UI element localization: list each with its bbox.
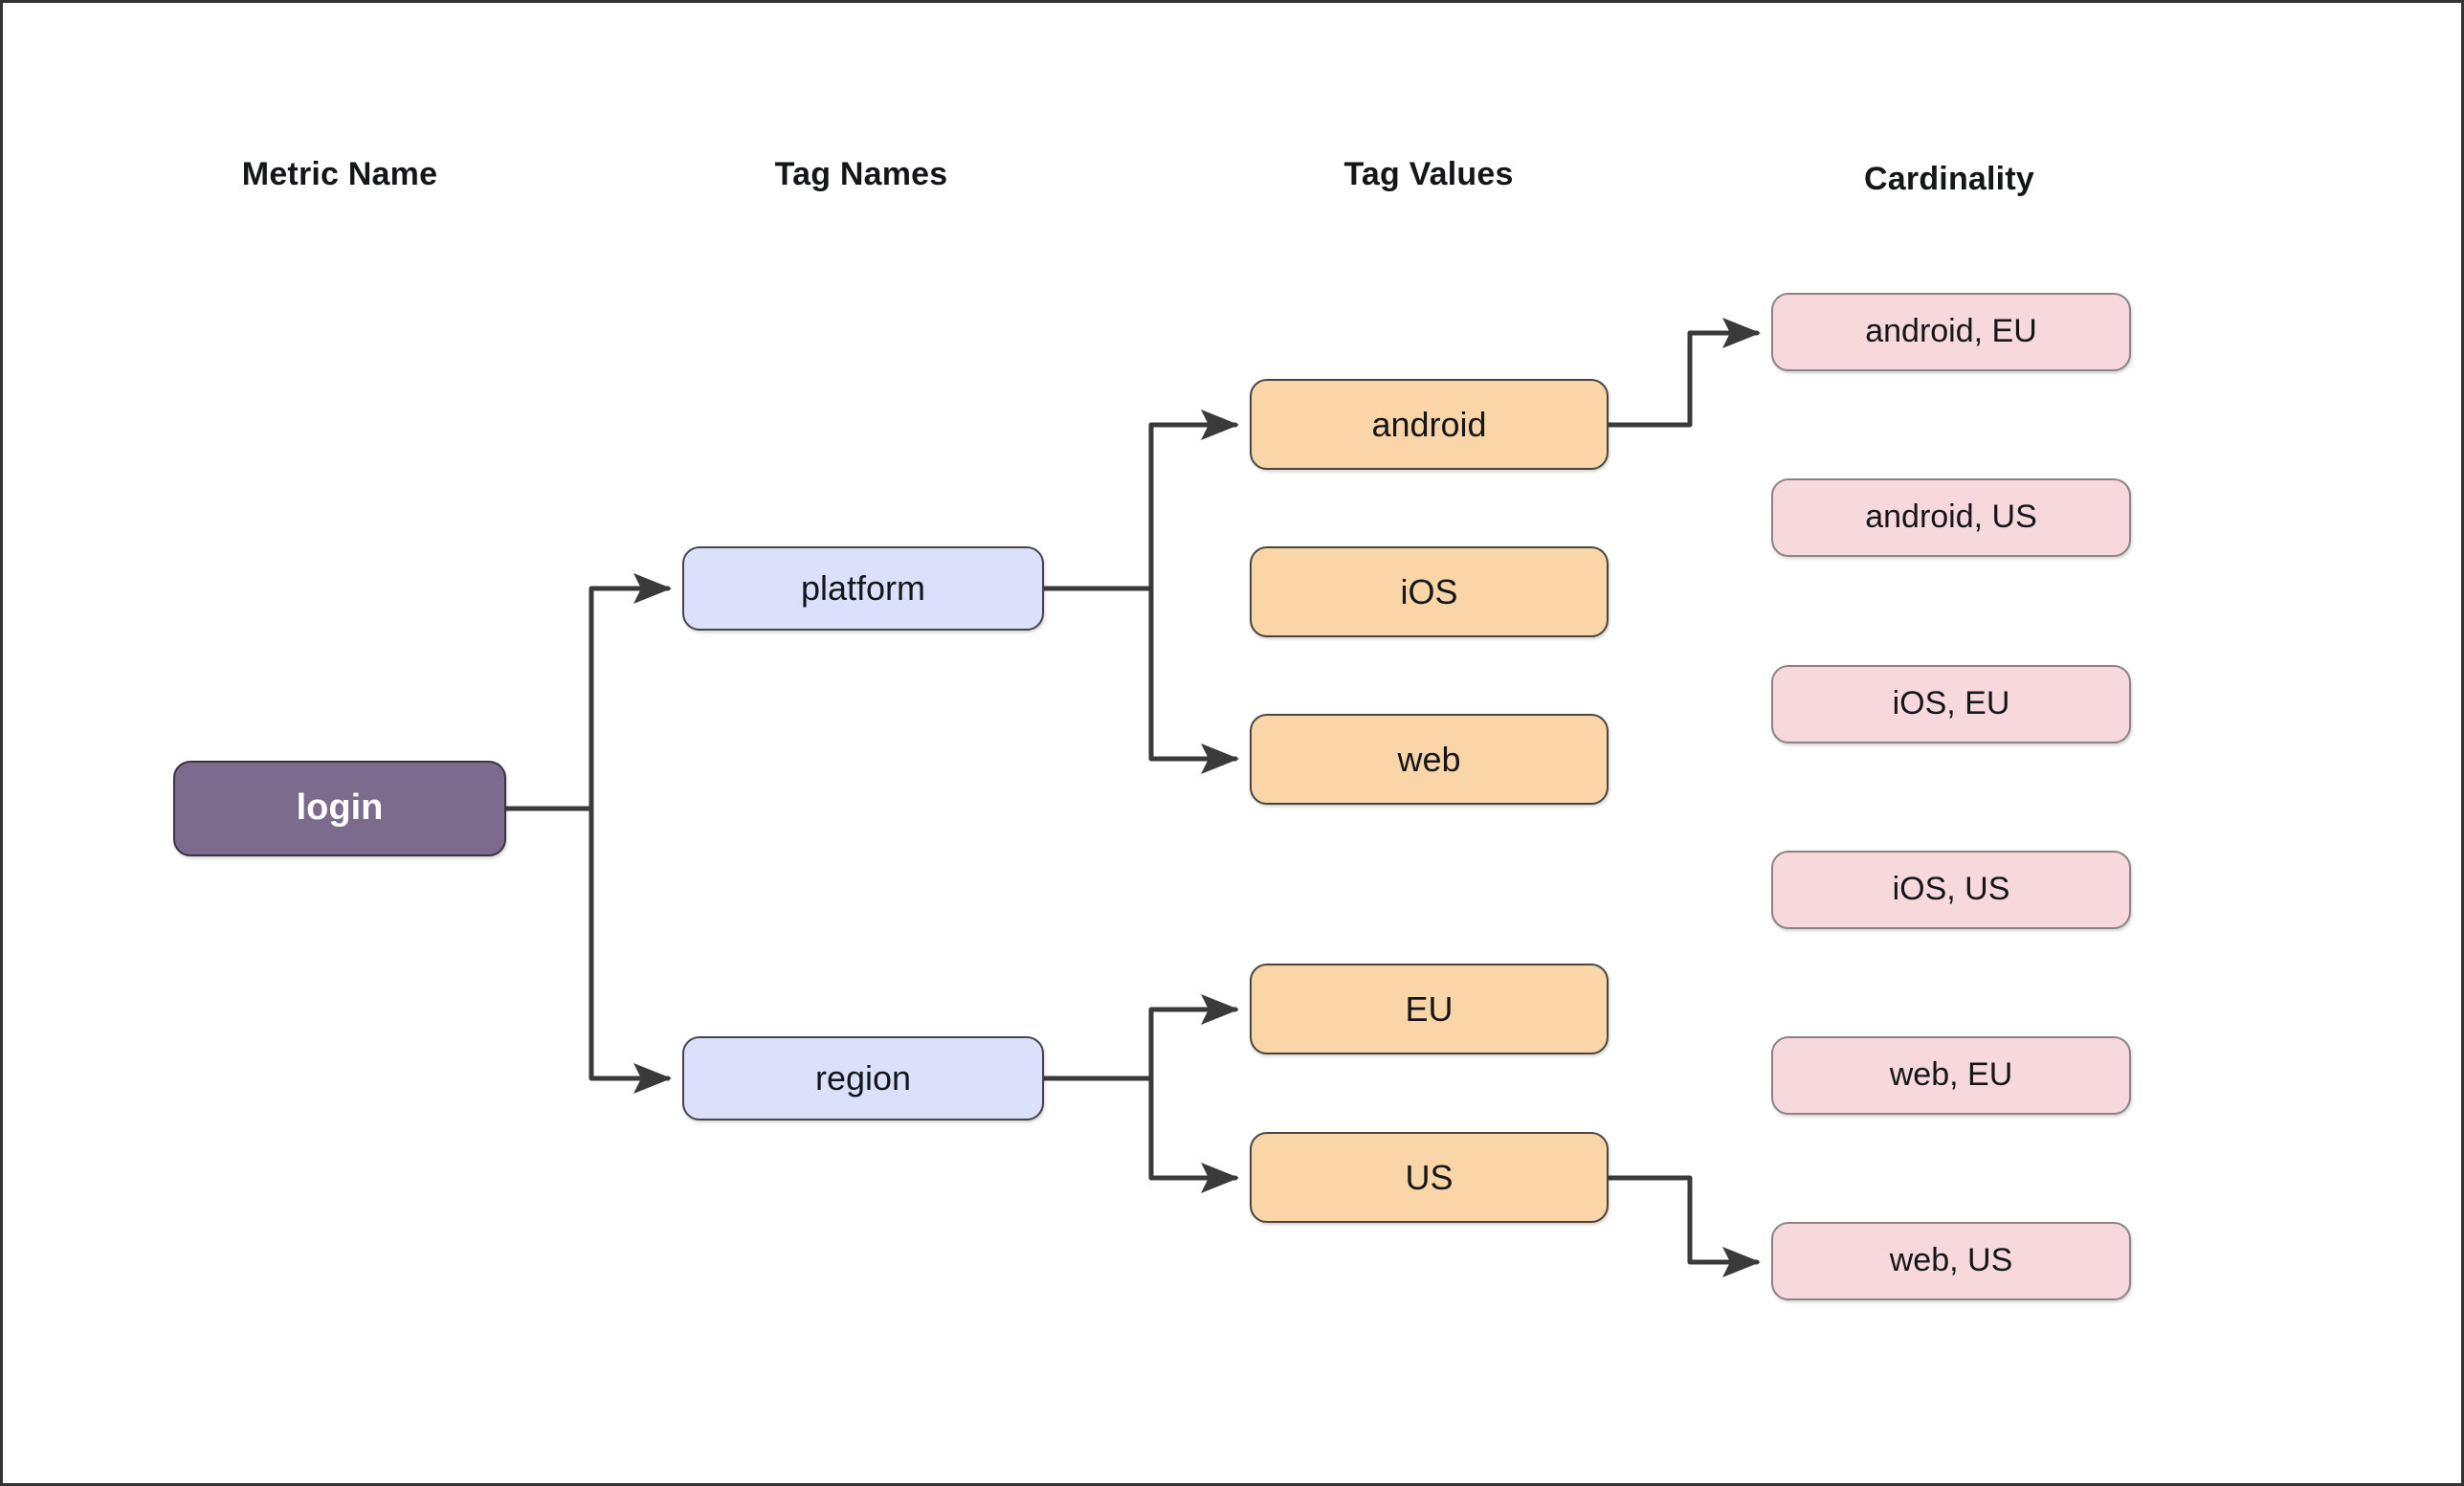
node-web[interactable]: web bbox=[1250, 714, 1609, 805]
node-label-android: android bbox=[1371, 404, 1487, 444]
node-eu[interactable]: EU bbox=[1250, 964, 1609, 1054]
edge-login-platform bbox=[503, 572, 673, 811]
node-login[interactable]: login bbox=[173, 761, 506, 856]
node-web-us[interactable]: web, US bbox=[1771, 1222, 2131, 1300]
node-web-eu[interactable]: web, EU bbox=[1771, 1036, 2131, 1115]
column-header-metric-name: Metric Name bbox=[241, 156, 438, 192]
node-ios[interactable]: iOS bbox=[1250, 546, 1609, 637]
node-label-region: region bbox=[814, 1058, 912, 1098]
edge-region-us bbox=[1148, 1076, 1240, 1193]
node-label-ios: iOS bbox=[1400, 571, 1458, 611]
node-label-android-eu: android, EU bbox=[1865, 313, 2037, 350]
column-header-tag-names: Tag Names bbox=[774, 156, 948, 192]
node-label-web-us: web, US bbox=[1889, 1242, 2013, 1279]
node-label-ios-us: iOS, US bbox=[1892, 871, 2010, 908]
node-label-eu: EU bbox=[1405, 988, 1454, 1029]
node-platform[interactable]: platform bbox=[682, 546, 1044, 631]
node-ios-eu[interactable]: iOS, EU bbox=[1771, 665, 2131, 743]
node-label-web-eu: web, EU bbox=[1889, 1056, 2013, 1094]
node-ios-us[interactable]: iOS, US bbox=[1771, 851, 2131, 929]
node-us[interactable]: US bbox=[1250, 1132, 1609, 1223]
column-header-tag-values: Tag Values bbox=[1343, 156, 1514, 192]
node-android[interactable]: android bbox=[1250, 379, 1609, 470]
node-label-web: web bbox=[1397, 739, 1461, 779]
edge-us-webUS bbox=[1606, 1175, 1762, 1277]
edge-region-eu bbox=[1041, 993, 1240, 1081]
node-android-eu[interactable]: android, EU bbox=[1771, 293, 2131, 371]
node-label-us: US bbox=[1405, 1157, 1454, 1197]
node-region[interactable]: region bbox=[682, 1036, 1044, 1120]
column-header-cardinality: Cardinality bbox=[1864, 161, 2034, 197]
node-label-android-us: android, US bbox=[1865, 499, 2037, 536]
edge-android-androidEU bbox=[1606, 317, 1762, 428]
node-label-login: login bbox=[296, 787, 384, 829]
edge-platform-android bbox=[1041, 409, 1240, 591]
node-label-ios-eu: iOS, EU bbox=[1892, 685, 2010, 722]
node-label-platform: platform bbox=[800, 568, 926, 609]
node-android-us[interactable]: android, US bbox=[1771, 478, 2131, 557]
edge-login-region bbox=[503, 806, 673, 1094]
edge-platform-trunk bbox=[1148, 586, 1240, 774]
